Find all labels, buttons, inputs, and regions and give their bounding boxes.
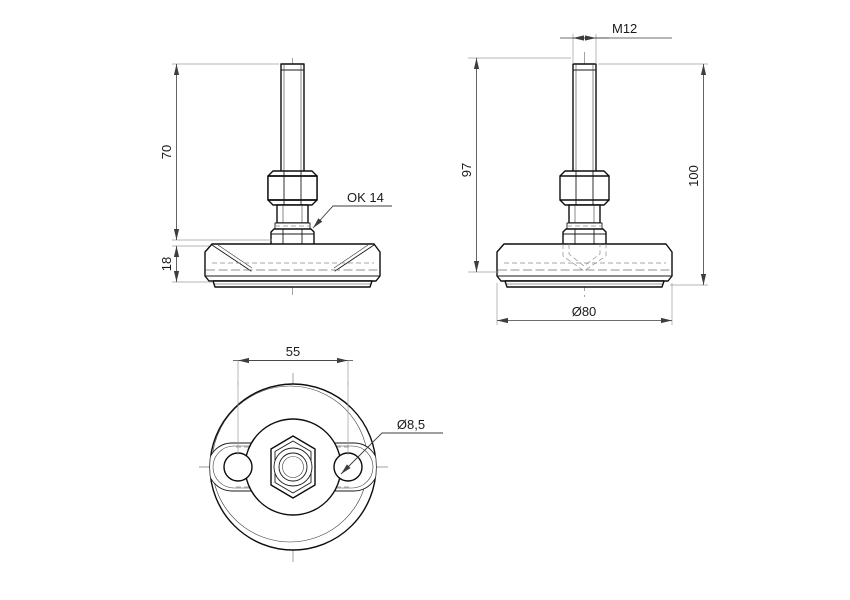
front-base-pad bbox=[204, 243, 381, 282]
front-rubber-base-strip bbox=[212, 280, 373, 288]
front-hex-lock-nut bbox=[267, 170, 318, 206]
dimension-thread-m12: M12 bbox=[560, 21, 672, 64]
side-rubber-base-strip bbox=[504, 280, 665, 288]
callout-label-ok-14: OK 14 bbox=[347, 190, 384, 205]
dimension-hole-spacing-55: 55 bbox=[233, 344, 353, 455]
side-hex-lock-nut bbox=[559, 170, 610, 206]
callout-hole-diameter: Ø8,5 bbox=[340, 417, 443, 475]
front-view: 70 18 OK 14 bbox=[159, 58, 392, 295]
dimension-label-97: 97 bbox=[459, 163, 474, 177]
side-threaded-stud bbox=[572, 63, 597, 173]
side-view: M12 97 100 Ø80 bbox=[459, 21, 708, 325]
plan-hole-left bbox=[223, 452, 253, 482]
dimension-label-18: 18 bbox=[159, 257, 174, 271]
dimension-height-100: 100 bbox=[598, 63, 708, 286]
dimension-plate-18: 18 bbox=[159, 245, 213, 283]
plan-view: 55 Ø8,5 bbox=[199, 344, 443, 563]
dimension-label-m12: M12 bbox=[612, 21, 637, 36]
dimension-height-97: 97 bbox=[459, 57, 571, 273]
dimension-label-100: 100 bbox=[686, 165, 701, 187]
dimension-pad-diameter-80: Ø80 bbox=[496, 283, 673, 325]
callout-label-dia-8-5: Ø8,5 bbox=[397, 417, 425, 432]
plan-hex-nut bbox=[270, 435, 316, 499]
dimension-label-55: 55 bbox=[286, 344, 300, 359]
side-shank bbox=[568, 204, 601, 224]
dimension-label-70: 70 bbox=[159, 145, 174, 159]
side-base-pad bbox=[496, 243, 673, 282]
dimension-height-70: 70 bbox=[159, 63, 279, 241]
dimension-label-dia-80: Ø80 bbox=[572, 304, 597, 319]
front-threaded-stud bbox=[280, 63, 305, 173]
front-shank bbox=[276, 204, 309, 224]
callout-ok-14: OK 14 bbox=[312, 190, 392, 229]
